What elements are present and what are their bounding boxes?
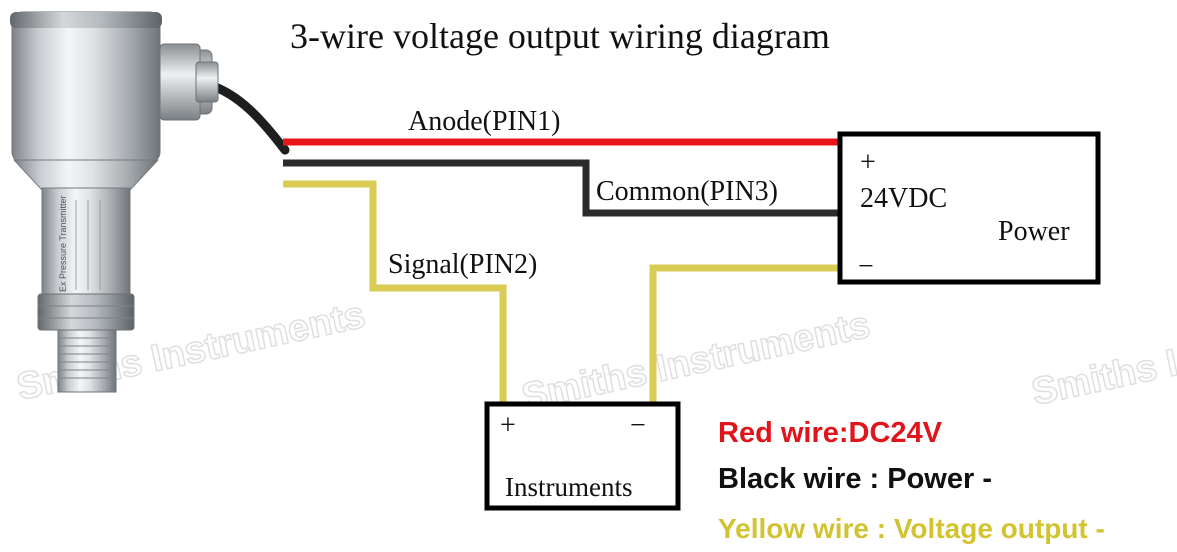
power-minus-terminal: − [858,251,874,282]
transmitter-body [41,187,131,297]
transmitter-label: Ex Pressure Transmitter [58,195,68,292]
yellow-wire-signal [283,180,507,404]
legend-black: Black wire : Power - [718,463,992,495]
power-plus-terminal: + [860,147,876,178]
legend-red: Red wire:DC24V [718,417,943,449]
watermark-group: Smiths Instruments Smiths Instruments Sm… [12,293,1177,419]
diagram-title: 3-wire voltage output wiring diagram [290,16,830,56]
instruments-label: Instruments [505,472,633,502]
legend-yellow: Yellow wire : Voltage output - [718,513,1105,544]
cable [205,80,290,155]
anode-label: Anode(PIN1) [408,106,560,137]
signal-label: Signal(PIN2) [388,249,537,280]
transmitter-cap [11,11,161,163]
yellow-wire-output [649,264,840,404]
power-box: + 24VDC Power − [837,131,1101,285]
wire-legend: Red wire:DC24V Black wire : Power - Yell… [718,417,1105,544]
process-thread [57,329,117,393]
instruments-box: + − Instruments [484,401,681,511]
common-label: Common(PIN3) [596,176,778,207]
power-label: Power [998,216,1070,247]
instruments-plus-terminal: + [500,410,516,441]
power-voltage-label: 24VDC [860,183,947,214]
black-wire [283,159,840,217]
watermark-text: Smiths Instruments [1028,299,1177,414]
instruments-minus-terminal: − [630,410,646,441]
pressure-transmitter: Ex Pressure Transmitter [10,11,290,393]
